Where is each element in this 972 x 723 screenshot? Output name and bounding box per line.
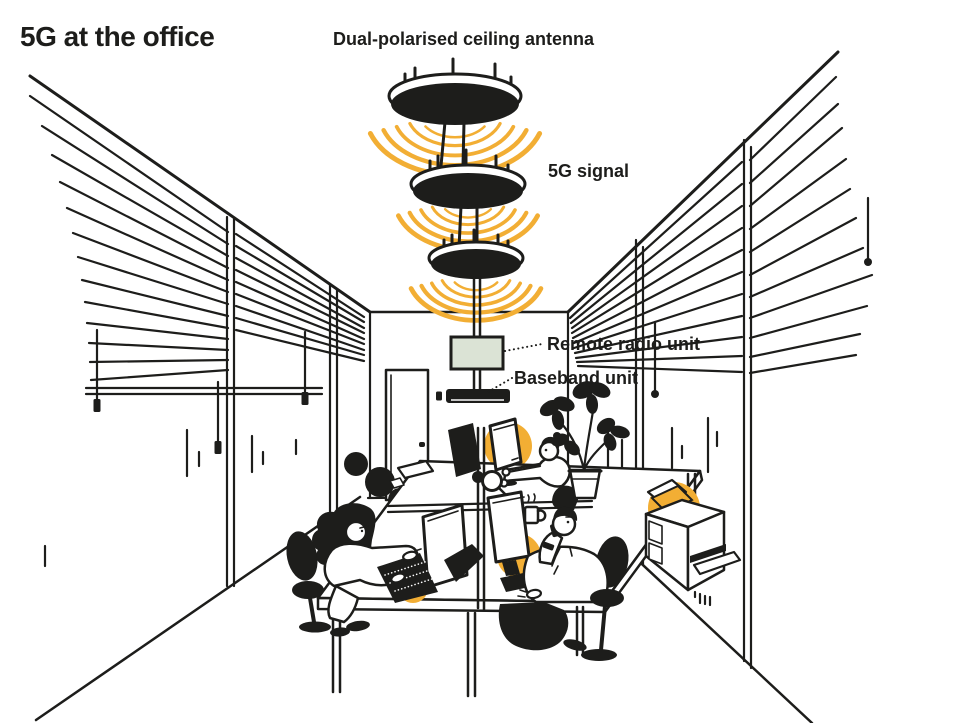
hanging-cords-left xyxy=(93,328,309,454)
label-remote-radio-unit: Remote radio unit xyxy=(547,334,700,354)
monitor-back xyxy=(448,423,481,477)
left-wall-accent-lines xyxy=(43,428,298,568)
mounting-pole xyxy=(472,276,482,392)
printer-slot xyxy=(690,544,726,563)
left-wall xyxy=(28,74,372,722)
right-wall-posts xyxy=(566,138,753,670)
left-wall-top-edge xyxy=(28,74,372,314)
laptop-keyboard xyxy=(377,553,438,603)
label-baseband-unit: Baseband unit xyxy=(514,368,638,388)
woman-chair-back xyxy=(286,531,318,581)
person-far-lower xyxy=(552,485,578,512)
left-wall-slats xyxy=(28,94,366,382)
man-chair-seat xyxy=(590,589,624,607)
left-wall-rail xyxy=(84,386,324,396)
man-chair-base xyxy=(581,649,617,661)
magnifier-object xyxy=(481,470,507,496)
right-wall-slats xyxy=(568,75,874,375)
plant-pot xyxy=(568,468,602,500)
man-legs xyxy=(498,602,569,651)
label-ceiling-antenna: Dual-polarised ceiling antenna xyxy=(333,29,595,49)
antenna-disc-2 xyxy=(409,148,527,209)
left-wall-posts xyxy=(225,215,372,588)
annotations: 5G at the office Dual-polarised ceiling … xyxy=(20,21,700,393)
woman-hand-2 xyxy=(390,572,406,584)
remote-radio-unit xyxy=(449,335,505,371)
printer-output-tray xyxy=(692,550,742,576)
label-5g-signal: 5G signal xyxy=(548,161,629,181)
antenna-disc-3 xyxy=(427,228,525,279)
plant-leaves xyxy=(539,381,630,456)
right-monitor xyxy=(486,490,534,592)
page-title: 5G at the office xyxy=(20,21,214,52)
person-woman xyxy=(286,503,484,637)
right-wall xyxy=(566,50,874,723)
paper-scrap xyxy=(389,477,405,489)
hanging-cords-right xyxy=(651,196,872,398)
woman-hand-1 xyxy=(402,550,418,562)
leader-line-bbu xyxy=(487,377,513,393)
antenna-disc-1 xyxy=(387,57,523,125)
signal-wave-group-3 xyxy=(408,279,544,323)
person-far xyxy=(481,432,578,512)
person-man xyxy=(486,490,629,661)
printer xyxy=(644,478,742,607)
woman-head xyxy=(344,520,368,544)
ceiling-antenna-stack xyxy=(387,57,527,279)
papers xyxy=(396,459,435,480)
door-knob xyxy=(419,442,425,447)
right-wall-top-edge xyxy=(566,50,840,314)
antenna-legs-1 xyxy=(439,120,466,168)
woman-chair-seat xyxy=(292,581,324,599)
woman-legs xyxy=(327,584,360,624)
woman-chair-base xyxy=(299,621,331,633)
coffee-mug xyxy=(523,493,547,525)
man-hand-desk xyxy=(525,588,543,600)
signal-waves xyxy=(367,121,544,323)
baseband-unit xyxy=(436,389,510,403)
laptop xyxy=(377,503,484,603)
right-wall-accent-lines xyxy=(606,416,719,488)
man-watch xyxy=(542,541,555,551)
leader-line-rru xyxy=(504,343,543,352)
potted-plant xyxy=(539,381,630,500)
back-row-items xyxy=(389,417,523,489)
person-far-hand xyxy=(501,467,511,477)
